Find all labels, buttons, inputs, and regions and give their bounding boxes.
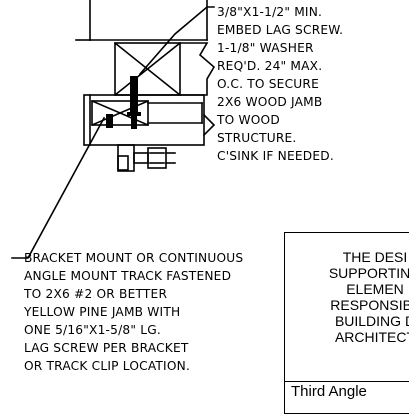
- note-line: 1-1/8" WASHER: [217, 41, 314, 55]
- note-line: 2x6 WOOD JAMB: [217, 95, 323, 109]
- lag-screw-note: 3/8"x1-1/2" MIN. EMBED LAG SCREW. 1-1/8"…: [217, 3, 343, 165]
- spec-line: ELEMEN: [346, 281, 404, 297]
- note-line: STRUCTURE.: [217, 131, 297, 145]
- leader-right: [138, 6, 215, 76]
- note-line: ANGLE MOUNT TRACK FASTENED: [24, 269, 232, 283]
- section-detail-drawing: [11, 0, 216, 259]
- wood-structure: [75, 0, 208, 41]
- break-line-upper: [179, 42, 216, 96]
- spec-line: RESPONSIBL: [330, 297, 409, 313]
- note-line: REQ'D. 24" MAX.: [217, 59, 323, 73]
- note-line: YELLOW PINE JAMB WITH: [24, 305, 181, 319]
- wood-jamb-2x6: [83, 94, 216, 146]
- note-line: EMBED LAG SCREW.: [217, 23, 344, 37]
- projection-label: Third Angle: [291, 383, 367, 400]
- bracket-mount-note: BRACKET MOUNT OR CONTINUOUS ANGLE MOUNT …: [24, 249, 243, 375]
- spec-line: THE DESI: [342, 249, 408, 265]
- note-line: C'SINK IF NEEDED.: [217, 149, 334, 163]
- note-line: BRACKET MOUNT OR CONTINUOUS: [24, 251, 244, 265]
- lag-screw-icon: [106, 76, 141, 129]
- jamb-crossed: [90, 99, 203, 127]
- note-line: O.C. TO SECURE: [217, 77, 319, 91]
- spec-box-text: THE DESI SUPPORTING ELEMEN RESPONSIBL BU…: [285, 249, 409, 345]
- note-line: 3/8"x1-1/2" MIN.: [217, 5, 323, 19]
- framing-member-crossed: [113, 41, 182, 97]
- track-bracket: [117, 144, 176, 172]
- spec-line: BUILDING D: [334, 313, 409, 329]
- note-line: TO 2x6 #2 OR BETTER: [24, 287, 168, 301]
- spec-divider: [285, 381, 409, 382]
- note-line: LAG SCREW PER BRACKET: [24, 341, 189, 355]
- note-line: TO WOOD: [217, 113, 280, 127]
- spec-line: ARCHITECT: [334, 329, 409, 345]
- leader-left: [11, 116, 106, 259]
- design-responsibility-box: THE DESI SUPPORTING ELEMEN RESPONSIBL BU…: [284, 232, 409, 414]
- note-line: OR TRACK CLIP LOCATION.: [24, 359, 191, 373]
- note-line: ONE 5/16"x1-5/8" LG.: [24, 323, 161, 337]
- spec-line: SUPPORTING: [328, 265, 409, 281]
